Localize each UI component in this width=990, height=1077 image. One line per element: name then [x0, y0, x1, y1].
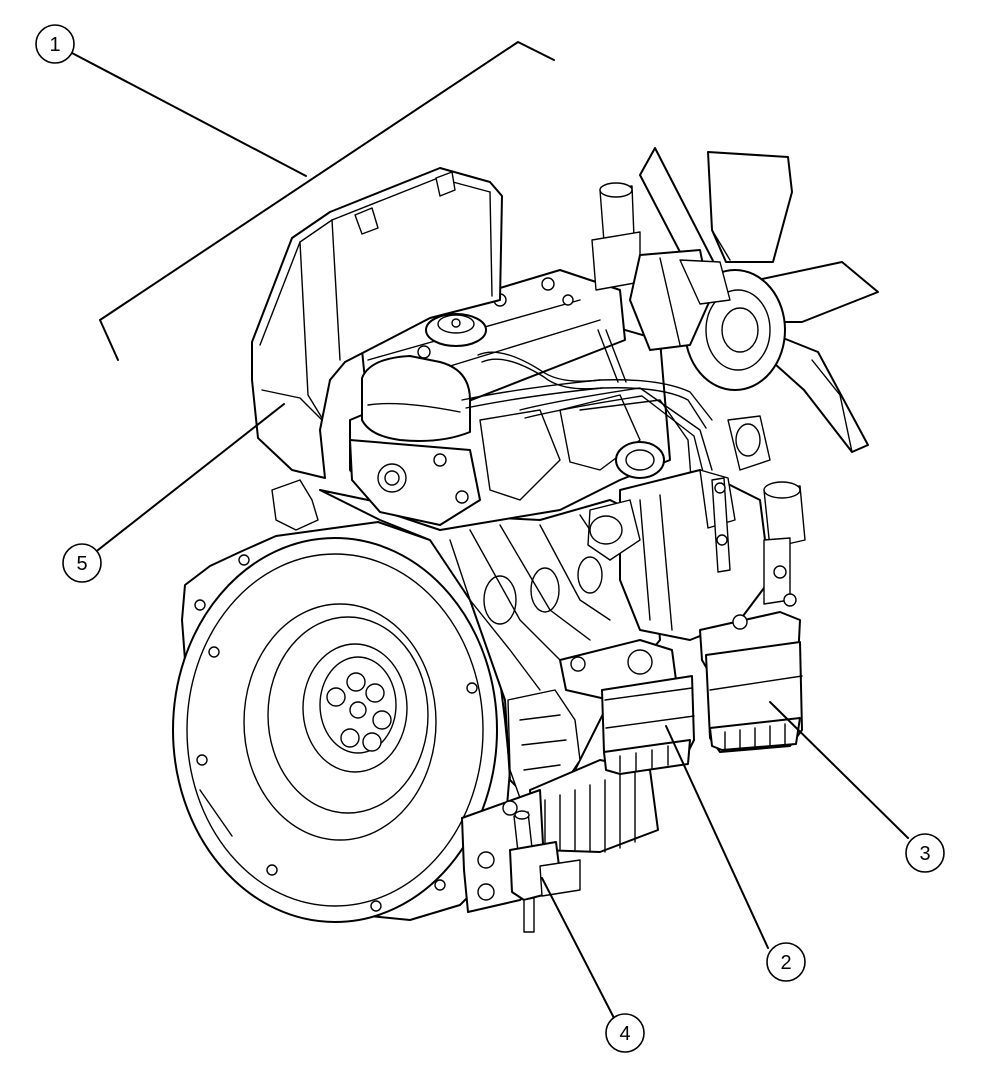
leader-line-3 — [769, 701, 909, 839]
callout-3: 3 — [905, 833, 945, 873]
callout-1: 1 — [35, 24, 75, 64]
leader-lines — [71, 52, 909, 1019]
oil-pressure-switch — [509, 810, 581, 933]
callout-label-4: 4 — [619, 1023, 630, 1045]
callout-label-5: 5 — [76, 553, 87, 575]
callout-5: 5 — [62, 543, 102, 583]
oil-filter — [699, 611, 803, 753]
flywheel-housing — [172, 479, 511, 923]
leader-line-4 — [541, 877, 615, 1019]
callout-label-3: 3 — [919, 843, 930, 865]
cylinder-head — [349, 182, 671, 531]
fuel-filter — [559, 639, 695, 775]
water-pump-pulley — [629, 249, 786, 391]
air-cleaner-housing — [251, 167, 503, 479]
callout-label-2: 2 — [780, 952, 791, 974]
callout-label-1: 1 — [49, 34, 60, 56]
assembly-bracket — [99, 41, 555, 361]
fuel-lines — [461, 329, 713, 491]
leader-line-5 — [97, 403, 285, 551]
callout-4: 4 — [605, 1013, 645, 1053]
fuel-injection-pump — [587, 415, 806, 641]
leader-line-2 — [665, 725, 769, 949]
leader-line-1 — [71, 52, 307, 177]
callout-2: 2 — [766, 942, 806, 982]
